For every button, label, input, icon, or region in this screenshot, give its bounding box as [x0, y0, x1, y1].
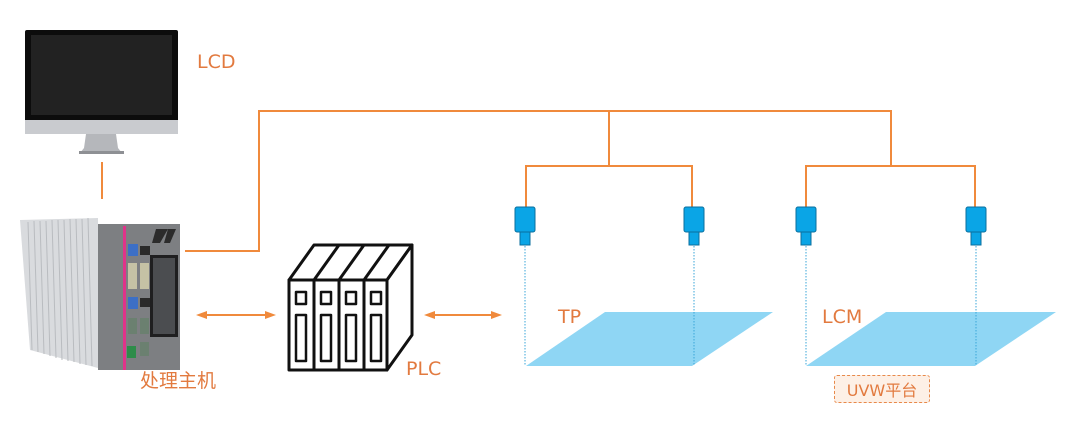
camera-3-icon — [795, 206, 817, 246]
plc-icon — [287, 243, 414, 372]
lcd-label: LCD — [197, 51, 236, 73]
camera-2-icon — [683, 206, 705, 246]
uvw-platform-label: UVW平台 — [834, 375, 930, 403]
host-computer-icon — [20, 217, 180, 370]
host-plc-arrow — [196, 311, 276, 319]
tp-label: TP — [558, 306, 582, 328]
camera-bus — [185, 110, 976, 252]
host-label: 处理主机 — [140, 370, 217, 392]
camera-4-icon — [965, 206, 987, 246]
lcm-panel — [806, 312, 1056, 366]
lcd-monitor-icon — [25, 30, 178, 154]
tp-panel — [526, 312, 773, 366]
lcm-label: LCM — [822, 306, 863, 328]
plc-label: PLC — [406, 358, 442, 380]
camera-1-icon — [514, 206, 536, 246]
plc-vision-arrow — [424, 311, 502, 319]
